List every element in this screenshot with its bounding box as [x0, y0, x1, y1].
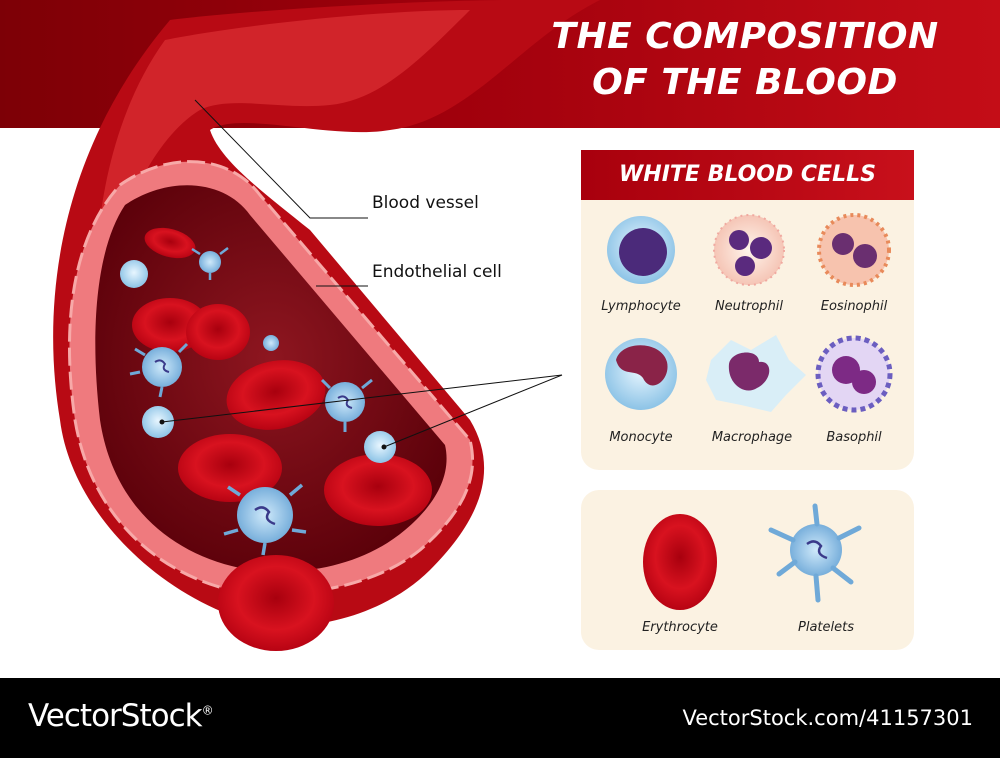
brand-mark: ® — [201, 703, 214, 718]
title-line-1: THE COMPOSITION — [551, 16, 939, 57]
label-eosinophil: Eosinophil — [820, 299, 888, 314]
other-cell-icons — [643, 503, 862, 610]
wbc-leader-1 — [161, 374, 563, 423]
white-blood-cells-panel — [581, 150, 914, 470]
page-title: THE COMPOSITION OF THE BLOOD — [535, 14, 955, 106]
label-platelets: Platelets — [798, 620, 854, 635]
basophil-icon — [815, 335, 893, 413]
blood-vessel-illustration — [53, 0, 601, 651]
platelets-icon — [768, 503, 862, 603]
vectorstock-logo: VectorStock® — [28, 698, 214, 734]
eosinophil-icon — [817, 213, 891, 287]
title-line-2: OF THE BLOOD — [592, 62, 898, 103]
lymphocyte-icon — [607, 216, 675, 284]
white-cell-icons — [605, 213, 893, 413]
label-blood-vessel: Blood vessel — [372, 193, 479, 213]
monocyte-icon — [605, 338, 677, 410]
blood-vessel-leader — [194, 99, 368, 219]
lumen-lymphocyte-2 — [142, 406, 174, 438]
neutrophil-icon — [713, 214, 785, 286]
wbc-leader-2 — [383, 374, 563, 448]
label-erythrocyte: Erythrocyte — [642, 620, 718, 635]
macrophage-icon — [706, 335, 806, 412]
lumen-lymphocyte-1 — [120, 260, 148, 288]
label-basophil: Basophil — [826, 430, 882, 445]
stock-id: VectorStock.com/41157301 — [682, 706, 973, 730]
other-cells-panel — [581, 490, 914, 650]
footer-bar — [0, 678, 1000, 758]
white-blood-cells-header: WHITE BLOOD CELLS — [581, 150, 914, 200]
erythrocyte-icon — [643, 514, 717, 610]
rbc-1 — [144, 227, 196, 259]
rbc-6 — [324, 454, 432, 526]
lumen-platelet-2 — [129, 342, 189, 398]
rbc-5 — [178, 434, 282, 502]
label-endothelial-cell: Endothelial cell — [372, 262, 502, 282]
label-neutrophil: Neutrophil — [714, 299, 784, 314]
vessel-highlight — [96, 10, 470, 320]
label-lymphocyte: Lymphocyte — [601, 299, 681, 314]
lumen-platelet-1 — [191, 247, 229, 280]
lumen-platelet-5 — [223, 483, 307, 556]
rbc-7 — [218, 555, 334, 651]
lumen-platelet-3 — [263, 335, 279, 351]
brand-text: VectorStock — [28, 698, 203, 734]
lumen-lymphocyte-3 — [364, 431, 396, 463]
rbc-4 — [226, 360, 326, 430]
label-macrophage: Macrophage — [711, 430, 793, 445]
rbc-3 — [186, 304, 250, 360]
label-monocyte: Monocyte — [609, 430, 673, 445]
